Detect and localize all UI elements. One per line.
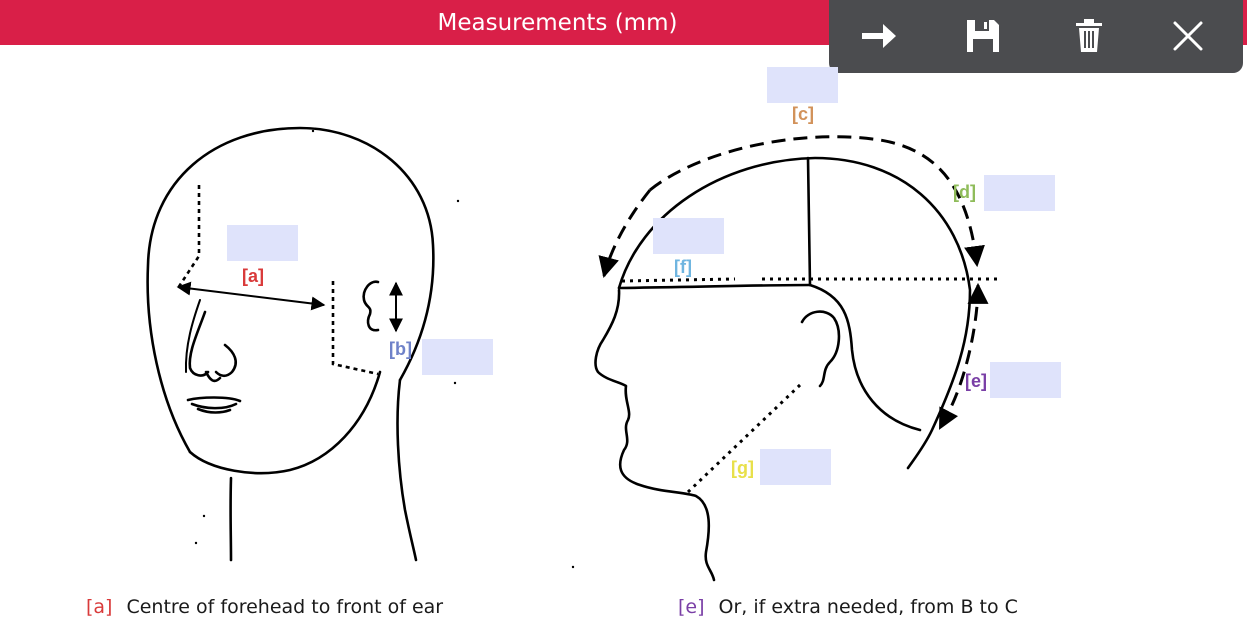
close-icon (1173, 21, 1203, 51)
arrow-right-icon (862, 24, 896, 48)
next-button[interactable] (857, 14, 901, 58)
close-button[interactable] (1166, 14, 1210, 58)
label-a: [a] (242, 266, 264, 286)
delete-button[interactable] (1067, 14, 1111, 58)
measurement-e-input[interactable] (990, 362, 1061, 398)
profile-head-drawing (594, 156, 972, 582)
measurement-d-input[interactable] (984, 175, 1055, 211)
measurement-c-input[interactable] (767, 67, 838, 103)
label-d: [d] (953, 182, 976, 202)
caption-e-text: Or, if extra needed, from B to C (718, 596, 1018, 618)
label-b: [b] (389, 339, 412, 359)
label-f: [f] (674, 257, 692, 277)
measurement-f-input[interactable] (653, 218, 724, 254)
measurement-b-input[interactable] (422, 339, 493, 375)
save-button[interactable] (961, 14, 1005, 58)
toolbar (829, 0, 1243, 73)
label-e: [e] (965, 371, 987, 391)
label-g: [g] (731, 458, 754, 478)
measurement-g-input[interactable] (760, 449, 831, 485)
caption-e-tag: [e] (678, 596, 705, 618)
caption-e: [e] Or, if extra needed, from B to C (678, 596, 1018, 618)
save-icon (967, 20, 999, 52)
measurement-a-input[interactable] (227, 225, 298, 261)
caption-a-text: Centre of forehead to front of ear (126, 596, 444, 618)
caption-a-tag: [a] (86, 596, 113, 618)
label-c: [c] (792, 104, 814, 124)
caption-a: [a] Centre of forehead to front of ear (86, 596, 443, 618)
trash-icon (1076, 19, 1102, 52)
page-title: Measurements (mm) (437, 10, 678, 36)
